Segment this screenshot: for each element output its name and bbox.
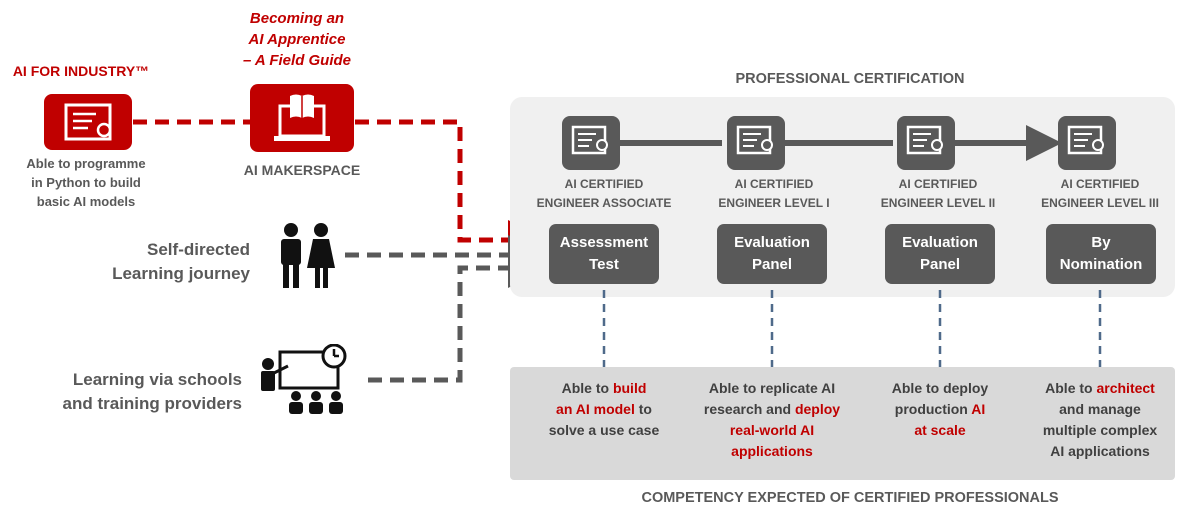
field-guide-title: Becoming an AI Apprentice – A Field Guid…	[242, 10, 352, 69]
competency-text: Able to build an AI model to solve a use…	[548, 380, 660, 438]
heading-professional-certification: PROFESSIONAL CERTIFICATION	[735, 71, 965, 87]
book-laptop-icon	[250, 84, 354, 152]
certificate-icon	[1058, 116, 1116, 170]
certificate-icon	[897, 116, 955, 170]
certificate-icon	[562, 116, 620, 170]
self-directed-label: Self-directed Learning journey	[112, 240, 250, 283]
heading-competency: COMPETENCY EXPECTED OF CERTIFIED PROFESS…	[641, 490, 1059, 506]
certificate-icon	[44, 94, 132, 150]
level-name: AI CERTIFIED ENGINEER LEVEL III	[1041, 177, 1159, 210]
schools-label: Learning via schools and training provid…	[62, 370, 242, 413]
competency-text: Able to replicate AI research and deploy…	[703, 380, 841, 459]
certificate-icon	[727, 116, 785, 170]
level-name: AI CERTIFIED ENGINEER LEVEL I	[718, 177, 830, 210]
classroom-icon	[258, 343, 358, 416]
ai-for-industry-title: AI FOR INDUSTRY™	[12, 63, 150, 79]
level-name: AI CERTIFIED ENGINEER LEVEL II	[880, 177, 996, 210]
ai-for-industry-caption: Able to programme in Python to build bas…	[26, 156, 146, 209]
grey-path-schools	[368, 248, 548, 383]
competency-text: Able to architect and manage multiple co…	[1042, 380, 1158, 459]
level-name: AI CERTIFIED ENGINEER ASSOCIATE	[536, 177, 672, 210]
red-path-makerspace-assessment	[355, 119, 548, 260]
competency-text: Able to deploy production AI at scale	[891, 380, 989, 438]
makerspace-label: AI MAKERSPACE	[243, 162, 361, 178]
competency-panel	[510, 367, 1175, 480]
people-icon	[275, 222, 339, 290]
